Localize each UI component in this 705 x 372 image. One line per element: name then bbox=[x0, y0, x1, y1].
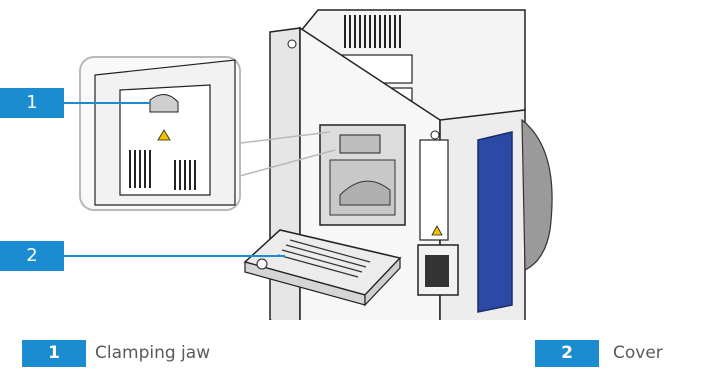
detail-inset bbox=[80, 57, 240, 210]
legend-badge-2: 2 bbox=[535, 340, 599, 367]
legend-badge-1: 1 bbox=[22, 340, 86, 367]
legend-label-1: Clamping jaw bbox=[95, 340, 210, 367]
callout-2: 2 bbox=[0, 241, 64, 271]
device-illustration bbox=[0, 0, 705, 320]
focus-knob bbox=[522, 120, 552, 270]
callout-1: 1 bbox=[0, 88, 64, 118]
battery-compartment bbox=[320, 125, 405, 225]
blue-side-panel bbox=[478, 132, 512, 312]
legend-label-2: Cover bbox=[613, 340, 663, 367]
